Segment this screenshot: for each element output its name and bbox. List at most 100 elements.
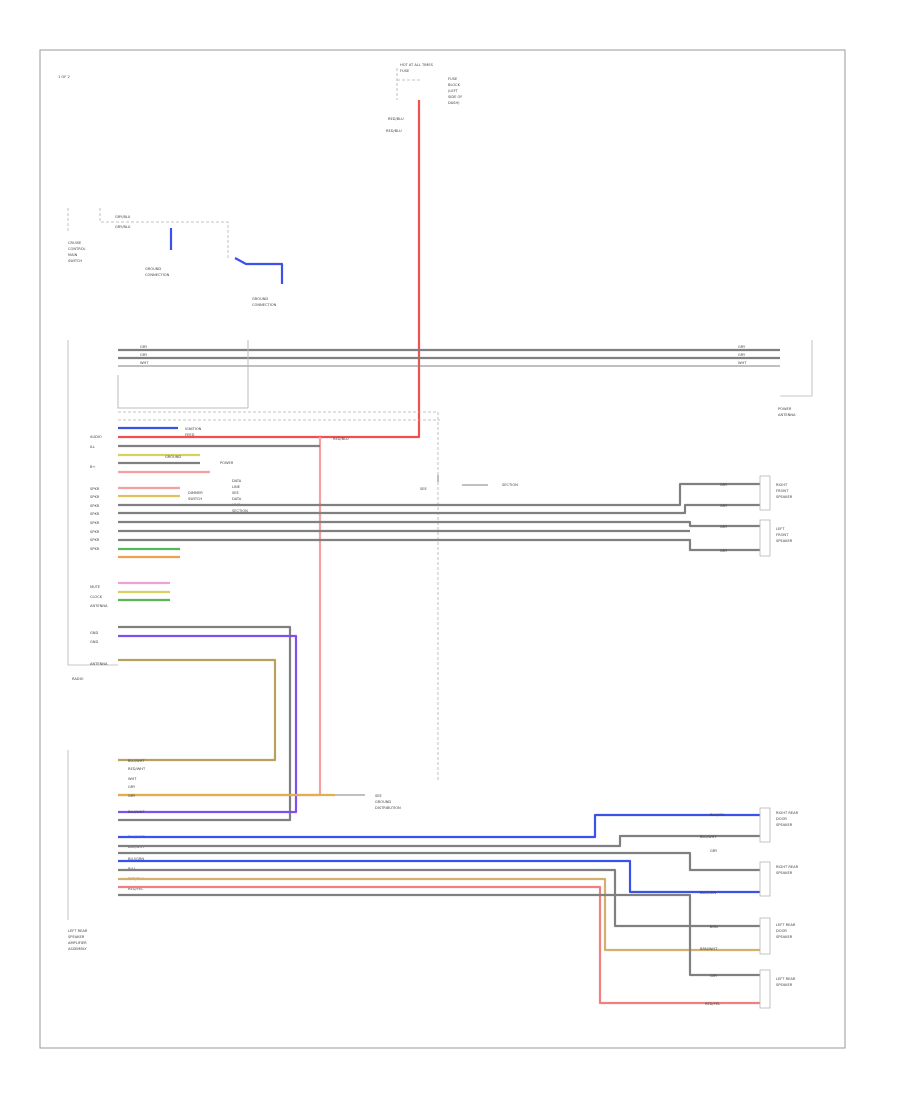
svg-text:BLU/WHT: BLU/WHT <box>700 835 717 839</box>
rear-feed-loops: SEE GROUND DISTRIBUTION <box>118 625 401 822</box>
svg-text:RED/YEL: RED/YEL <box>705 1002 720 1006</box>
svg-text:SPKR: SPKR <box>90 504 100 508</box>
svg-text:BLU/WHT: BLU/WHT <box>128 810 145 814</box>
svg-text:BLU/WHT: BLU/WHT <box>128 759 145 763</box>
svg-text:DOOR: DOOR <box>776 817 787 821</box>
dimmer-section: DIMMER SWITCH DATA LINE SEE DATA LINK SE… <box>118 479 248 513</box>
svg-text:RED/WHT: RED/WHT <box>128 767 146 771</box>
diagram-frame <box>39 49 846 1049</box>
svg-text:WHT: WHT <box>738 361 747 365</box>
svg-text:GRY: GRY <box>710 974 718 978</box>
svg-text:RED/BLU: RED/BLU <box>386 129 402 133</box>
svg-text:RIGHT REAR: RIGHT REAR <box>776 811 799 815</box>
svg-text:MAIN: MAIN <box>68 253 78 257</box>
svg-text:FRONT: FRONT <box>776 533 789 537</box>
svg-text:SECTION: SECTION <box>502 483 518 487</box>
svg-text:GROUND: GROUND <box>145 267 161 271</box>
module-outline <box>118 411 440 780</box>
svg-text:FUSE: FUSE <box>400 69 410 73</box>
main-unit-label: RADIO <box>72 677 84 681</box>
svg-text:GRY: GRY <box>710 849 718 853</box>
svg-text:BLU/GRN: BLU/GRN <box>700 891 716 895</box>
right-rear-speaker: RIGHT REAR SPEAKER <box>759 861 799 897</box>
left-front-speaker: LEFT FRONT SPEAKER <box>759 519 793 557</box>
svg-text:FRONT: FRONT <box>776 489 789 493</box>
svg-text:DOOR: DOOR <box>776 929 787 933</box>
svg-text:GRY: GRY <box>720 504 728 508</box>
svg-text:GRY: GRY <box>140 345 148 349</box>
rear-speaker-wires: BLU/YEL BLU/WHT GRY BLU/GRN BRN BRN/WHT … <box>118 813 760 1006</box>
power-feed-wire <box>118 100 421 439</box>
svg-text:SPKR: SPKR <box>90 538 100 542</box>
svg-text:LEFT: LEFT <box>776 527 785 531</box>
svg-text:AMPLIFIER: AMPLIFIER <box>68 941 87 945</box>
svg-text:ILL: ILL <box>90 445 95 449</box>
svg-text:GRY: GRY <box>720 525 728 529</box>
svg-text:DATA: DATA <box>232 479 242 483</box>
svg-text:WHT: WHT <box>140 361 149 365</box>
svg-text:RED/BLU: RED/BLU <box>333 437 349 441</box>
svg-text:SPEAKER: SPEAKER <box>776 823 793 827</box>
svg-text:RED/BLU: RED/BLU <box>388 117 404 121</box>
svg-text:SPKR: SPKR <box>90 495 100 499</box>
svg-text:CONNECTION: CONNECTION <box>252 303 277 307</box>
svg-text:DATA: DATA <box>232 497 242 501</box>
svg-text:SECTION: SECTION <box>232 509 248 513</box>
svg-text:SPKR: SPKR <box>90 547 100 551</box>
svg-text:POWER: POWER <box>220 461 234 465</box>
svg-text:GRY: GRY <box>738 345 746 349</box>
svg-text:MUTE: MUTE <box>90 585 101 589</box>
svg-text:GRY: GRY <box>128 794 136 798</box>
svg-text:ASSEMBLY: ASSEMBLY <box>68 947 87 951</box>
svg-text:GRY: GRY <box>140 353 148 357</box>
svg-text:GRY/BLU: GRY/BLU <box>115 215 131 219</box>
main-unit: RADIO AUDIO ILL B+ SPKR SPKR SPKR SPKR S… <box>67 340 118 681</box>
switch-block: GRY/BLU GRY/BLU CRUISE CONTROL MAIN SWIT… <box>67 208 284 307</box>
antenna-circuit: GRY GRY WHT GRY GRY WHT POWER ANTENNA <box>117 340 813 417</box>
right-rear-door-speaker: RIGHT REAR DOOR SPEAKER <box>759 807 799 843</box>
svg-text:BRN/WHT: BRN/WHT <box>700 947 718 951</box>
ignition-section: IGNITION FEED GROUND POWER RED/BLU <box>118 426 349 474</box>
svg-text:SPEAKER: SPEAKER <box>776 935 793 939</box>
svg-text:SPEAKER: SPEAKER <box>776 539 793 543</box>
top-fuse-block: HOT AT ALL TIMES FUSE FUSE BLOCK (LEFT S… <box>386 63 462 133</box>
svg-text:SWITCH: SWITCH <box>188 497 202 501</box>
svg-text:GND: GND <box>90 631 98 635</box>
svg-text:SPKR: SPKR <box>90 530 100 534</box>
svg-text:BLU/YEL: BLU/YEL <box>710 813 725 817</box>
svg-text:GRY: GRY <box>720 549 728 553</box>
svg-text:GROUND: GROUND <box>375 800 391 804</box>
left-rear-speaker: LEFT REAR SPEAKER <box>759 969 796 1009</box>
stub-wires <box>118 547 180 602</box>
svg-text:CONTROL: CONTROL <box>68 247 86 251</box>
svg-text:GROUND: GROUND <box>252 297 268 301</box>
svg-text:SPEAKER: SPEAKER <box>776 983 793 987</box>
svg-text:DASH): DASH) <box>448 101 460 105</box>
svg-text:RED/YEL: RED/YEL <box>128 887 143 891</box>
svg-text:BLOCK: BLOCK <box>448 83 461 87</box>
svg-text:CLOCK: CLOCK <box>90 595 103 599</box>
svg-text:CONNECTION: CONNECTION <box>145 273 170 277</box>
svg-text:GRY: GRY <box>738 353 746 357</box>
page-title: 1 OF 2 <box>58 75 70 79</box>
svg-text:DISTRIBUTION: DISTRIBUTION <box>375 806 401 810</box>
ground-2-wire <box>234 257 284 284</box>
svg-text:GRY: GRY <box>128 785 136 789</box>
svg-text:HOT AT ALL TIMES: HOT AT ALL TIMES <box>400 63 434 67</box>
svg-text:RIGHT REAR: RIGHT REAR <box>776 865 799 869</box>
svg-text:GRY: GRY <box>720 483 728 487</box>
svg-text:SPEAKER: SPEAKER <box>776 495 793 499</box>
svg-text:SPKR: SPKR <box>90 487 100 491</box>
svg-text:SEE: SEE <box>232 491 240 495</box>
right-front-speaker: RIGHT FRONT SPEAKER <box>759 475 793 511</box>
svg-text:CRUISE: CRUISE <box>68 241 82 245</box>
svg-text:SIDE OF: SIDE OF <box>448 95 462 99</box>
svg-text:GND: GND <box>90 640 98 644</box>
svg-text:DIMMER: DIMMER <box>188 491 203 495</box>
svg-text:(LEFT: (LEFT <box>448 89 459 93</box>
svg-text:BRN: BRN <box>710 925 718 929</box>
svg-text:AUDIO: AUDIO <box>90 435 102 439</box>
svg-text:FUSE: FUSE <box>448 77 458 81</box>
svg-text:FEED: FEED <box>185 433 195 437</box>
